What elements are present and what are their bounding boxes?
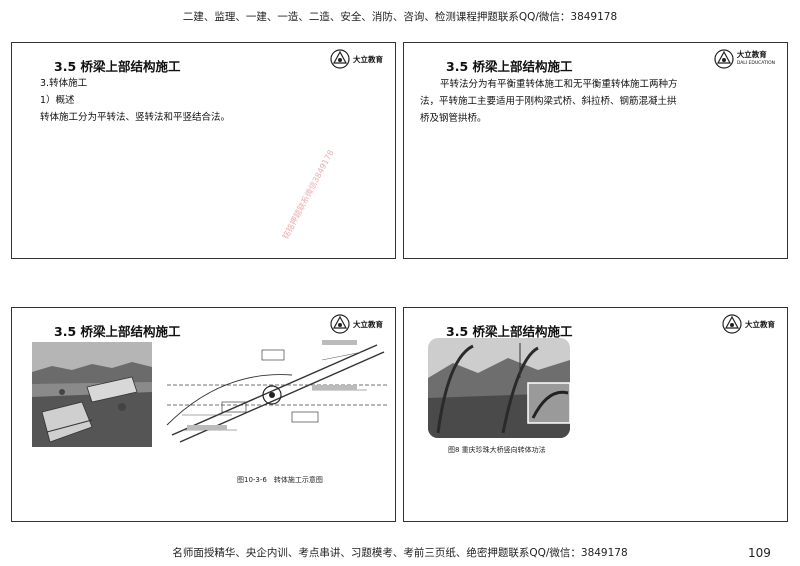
logo-emblem-icon [722,314,742,334]
logo-subtitle: DALI EDUCATION [736,61,775,66]
logo-name: 大立教育 [353,319,383,329]
bottom-banner: 名师面授精华、央企内训、考点串讲、习题模考、考前三页纸、绝密押题联系QQ/微信：… [172,547,628,559]
text-line: 法，平转施工主要适用于刚构梁式桥、斜拉桥、钢筋混凝土拱 [420,96,677,107]
text-line: 桥及钢管拱桥。 [420,113,487,124]
logo-name: 大立教育 [745,319,775,329]
figure-caption: 图10-3-6 转体施工示意图 [237,476,323,484]
logo: 大立教育 [722,314,775,334]
page-number: 109 [748,546,771,560]
top-banner: 二建、监理、一建、一造、二造、安全、消防、咨询、检测课程押题联系QQ/微信：38… [182,11,618,23]
logo: 大立教育 DALI EDUCATION [714,49,775,69]
logo: 大立教育 [330,49,383,69]
logo-name: 大立教育 [736,50,767,59]
slide-title: 3.5 桥梁上部结构施工 [54,324,181,339]
swivel-construction-diagram [166,340,387,443]
text-line: 1）概述 [40,95,75,106]
text-line: 平转法分为有平衡重转体施工和无平衡重转体施工两种方 [440,79,678,90]
bridge-construction-photo [32,342,152,447]
slide-1: 3.5 桥梁上部结构施工 大立教育 3.转体施工 1）概述 转体施工分为平转法、… [11,42,396,259]
slide-3: 3.5 桥梁上部结构施工 大立教育 [11,307,396,522]
slide-title: 3.5 桥梁上部结构施工 [446,324,573,339]
slide-title: 3.5 桥梁上部结构施工 [446,59,573,74]
slide-2: 3.5 桥梁上部结构施工 大立教育 DALI EDUCATION 平转法分为有平… [403,42,788,259]
logo-emblem-icon [330,314,350,334]
watermark: 铭铭押题联系微信3849178 [280,148,336,241]
logo-emblem-icon [330,49,350,69]
slide-4: 3.5 桥梁上部结构施工 大立教育 图8 重庆珍珠大桥竖向转体功法 [403,307,788,522]
slide-title: 3.5 桥梁上部结构施工 [54,59,181,74]
text-line: 3.转体施工 [40,78,88,89]
logo-name: 大立教育 [353,54,383,64]
arch-bridge-photo [428,338,570,438]
logo: 大立教育 [330,314,383,334]
text-line: 转体施工分为平转法、竖转法和平竖结合法。 [40,112,231,123]
logo-emblem-icon [714,49,734,69]
figure-caption: 图8 重庆珍珠大桥竖向转体功法 [448,446,546,454]
